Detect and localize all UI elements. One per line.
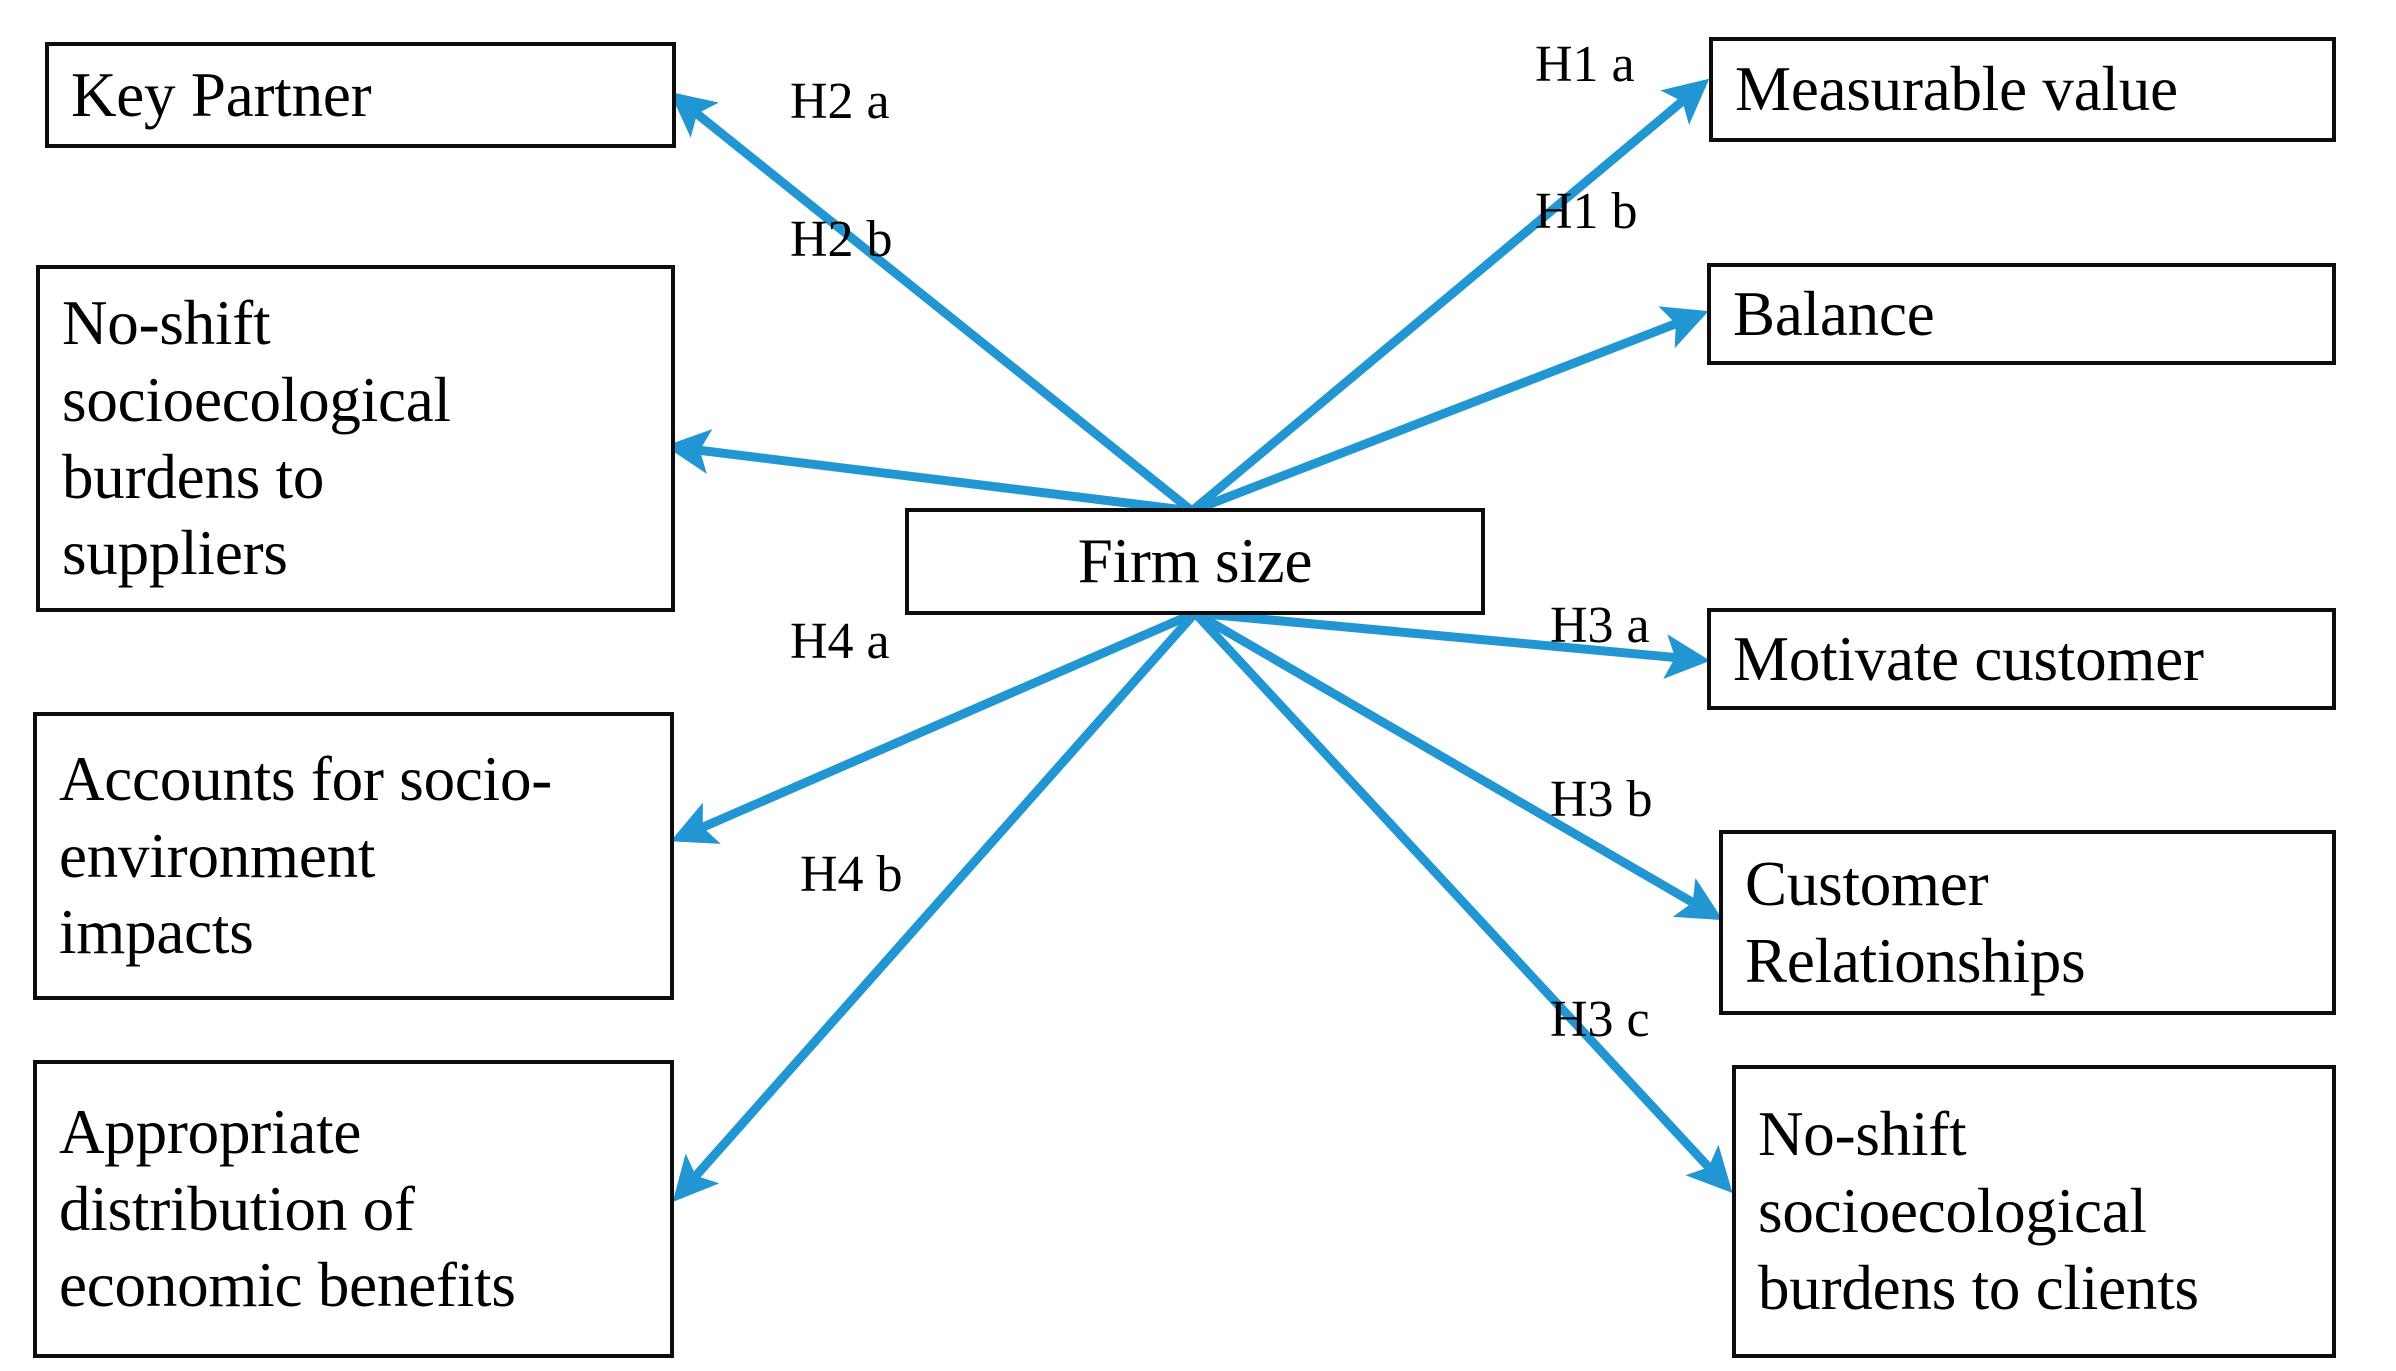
edge-arrow-h2b bbox=[664, 429, 1193, 516]
edge-label-h4b: H4 b bbox=[800, 846, 903, 903]
node-label: Measurable value bbox=[1735, 54, 2178, 125]
node-no-shift-socioecological-burdens-to-suppliers[interactable]: No-shift socioecological burdens to supp… bbox=[36, 265, 675, 612]
node-label: Motivate customer bbox=[1733, 623, 2204, 694]
node-label: No-shift socioecological burdens to supp… bbox=[62, 287, 451, 589]
edge-arrow-h4b bbox=[672, 610, 1199, 1203]
node-customer-relationships[interactable]: Customer Relationships bbox=[1719, 830, 2336, 1015]
edge-arrow-h3b bbox=[1192, 609, 1724, 921]
edge-label-h1a: H1 a bbox=[1535, 36, 1635, 93]
node-measurable-value[interactable]: Measurable value bbox=[1709, 37, 2336, 142]
edge-label-h2b: H2 b bbox=[790, 211, 893, 268]
edge-arrow-h1a bbox=[1189, 78, 1710, 515]
edge-label-h1b: H1 b bbox=[1535, 183, 1638, 240]
edge-arrow-h3a bbox=[1194, 608, 1711, 679]
node-label: Balance bbox=[1733, 278, 1935, 349]
node-label: No-shift socioecological burdens to clie… bbox=[1758, 1099, 2199, 1323]
edge-arrow-h4a bbox=[670, 608, 1197, 844]
node-label: Firm size bbox=[1077, 526, 1313, 597]
node-label: Appropriate distribution of economic ben… bbox=[59, 1096, 516, 1321]
edge-label-h3c: H3 c bbox=[1550, 991, 1650, 1048]
node-label: Key Partner bbox=[71, 59, 372, 130]
node-label: Customer Relationships bbox=[1745, 848, 2086, 996]
edge-arrow-h2a bbox=[669, 91, 1195, 515]
node-key-partner[interactable]: Key Partner bbox=[45, 42, 676, 148]
node-motivate-customer[interactable]: Motivate customer bbox=[1707, 608, 2336, 710]
node-no-shift-socioecological-burdens-to-clients[interactable]: No-shift socioecological burdens to clie… bbox=[1732, 1065, 2336, 1358]
edge-label-h3a: H3 a bbox=[1550, 597, 1650, 654]
edge-label-h3b: H3 b bbox=[1550, 771, 1653, 828]
node-balance[interactable]: Balance bbox=[1707, 263, 2336, 365]
node-accounts-for-socio-environment-impacts[interactable]: Accounts for socio- environment impacts bbox=[33, 712, 674, 1000]
edge-arrow-h3c bbox=[1191, 609, 1733, 1193]
edge-label-h2a: H2 a bbox=[790, 73, 890, 130]
node-firm-size[interactable]: Firm size bbox=[905, 508, 1485, 615]
edge-arrow-h1b bbox=[1190, 306, 1709, 516]
edge-label-h4a: H4 a bbox=[790, 613, 890, 670]
node-label: Accounts for socio- environment impacts bbox=[59, 743, 553, 968]
node-appropriate-distribution-of-economic-benefits[interactable]: Appropriate distribution of economic ben… bbox=[33, 1060, 674, 1358]
